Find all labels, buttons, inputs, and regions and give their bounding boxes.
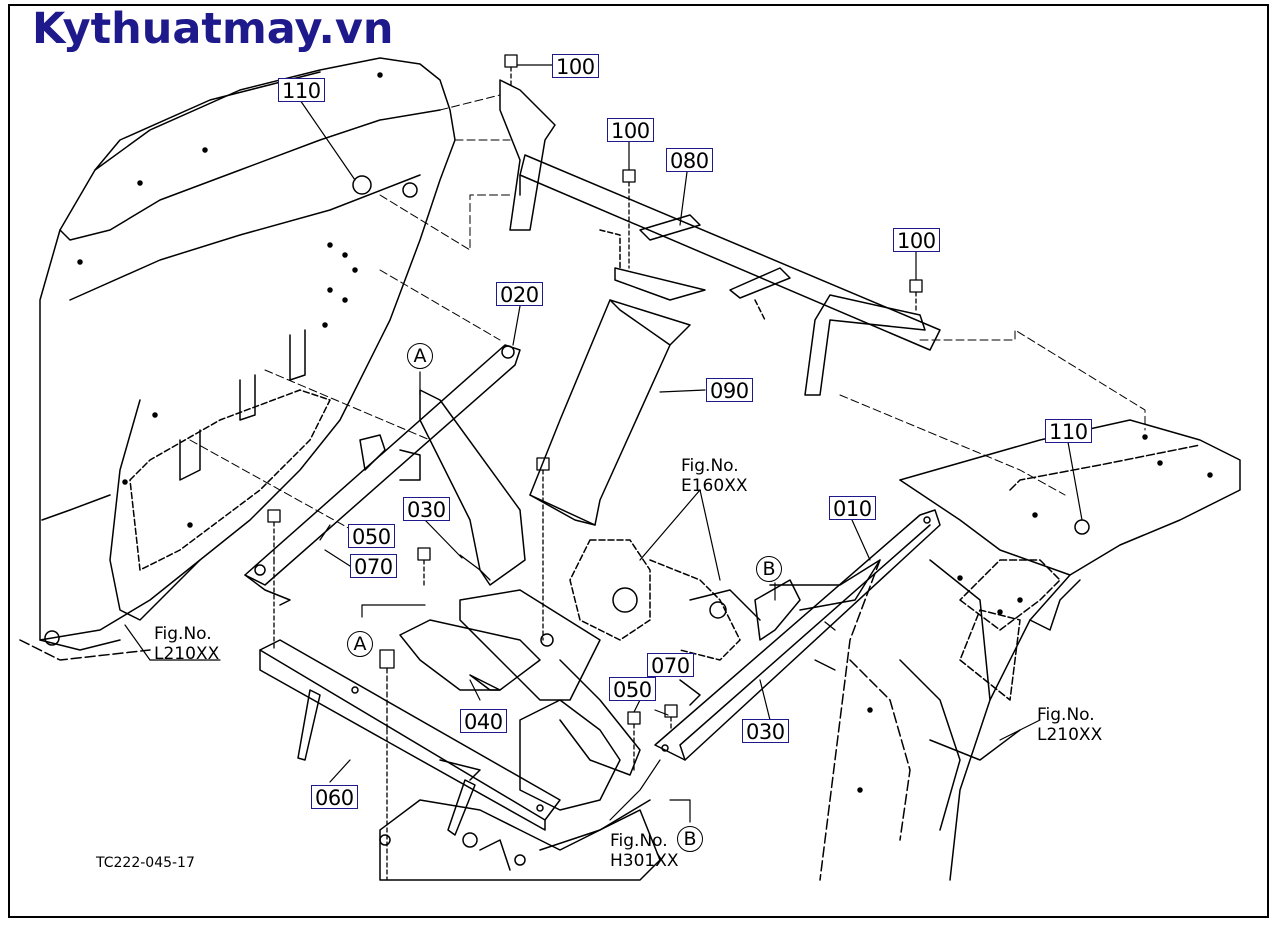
callout-110-right: 110 bbox=[1045, 419, 1092, 444]
marker-a-upper: A bbox=[407, 343, 433, 369]
center-housing bbox=[399, 539, 761, 811]
lower-housing bbox=[379, 799, 661, 881]
diagram-frame bbox=[8, 4, 1269, 918]
figure-ref-label: Fig.No. bbox=[1037, 705, 1095, 725]
marker-b-upper: B bbox=[756, 556, 782, 582]
callout-070-left: 070 bbox=[350, 554, 397, 579]
figure-ref-number: E160XX bbox=[681, 476, 748, 496]
figure-ref-l210-right: Fig.No. L210XX bbox=[1037, 705, 1102, 745]
bolts bbox=[267, 54, 923, 881]
figure-ref-number: L210XX bbox=[1037, 725, 1103, 745]
figure-ref-label: Fig.No. bbox=[610, 831, 668, 851]
callout-020: 020 bbox=[496, 282, 543, 307]
brand-watermark: Kythuatmay.vn bbox=[32, 4, 394, 54]
callout-040: 040 bbox=[460, 709, 507, 734]
marker-b-lower: B bbox=[677, 826, 703, 852]
callout-070-right: 070 bbox=[647, 653, 694, 678]
upper-cross-bar bbox=[499, 79, 941, 396]
callout-030-right: 030 bbox=[742, 719, 789, 744]
callout-090: 090 bbox=[706, 378, 753, 403]
callout-010: 010 bbox=[829, 496, 876, 521]
figure-ref-h301: Fig.No. H301XX bbox=[610, 831, 679, 871]
callout-100-center: 100 bbox=[607, 118, 654, 143]
figure-ref-label: Fig.No. bbox=[681, 456, 739, 476]
figure-ref-e160: Fig.No. E160XX bbox=[681, 456, 747, 496]
callout-050-left: 050 bbox=[348, 524, 395, 549]
figure-ref-label: Fig.No. bbox=[154, 624, 212, 644]
figure-ref-number: H301XX bbox=[610, 851, 679, 871]
bracket-090 bbox=[529, 299, 691, 526]
callout-060: 060 bbox=[311, 785, 358, 810]
callout-110-left: 110 bbox=[278, 78, 325, 103]
bracket-020 bbox=[244, 344, 526, 606]
figure-ref-l210-left: Fig.No. L210XX bbox=[154, 624, 219, 664]
drawing-code: TC222-045-17 bbox=[96, 855, 195, 871]
leader-lines bbox=[124, 64, 1083, 823]
callout-080: 080 bbox=[666, 148, 713, 173]
callout-030-left: 030 bbox=[403, 497, 450, 522]
bracket-060 bbox=[259, 639, 561, 836]
callout-100-right: 100 bbox=[893, 228, 940, 253]
phantom-lines bbox=[189, 94, 1146, 541]
callout-100-top: 100 bbox=[552, 54, 599, 79]
right-fender-panel bbox=[819, 419, 1241, 881]
figure-ref-number: L210XX bbox=[154, 644, 220, 664]
marker-a-lower: A bbox=[347, 631, 373, 657]
callout-050-right: 050 bbox=[609, 677, 656, 702]
left-fender-panel bbox=[19, 57, 456, 661]
bracket-010 bbox=[654, 509, 941, 761]
